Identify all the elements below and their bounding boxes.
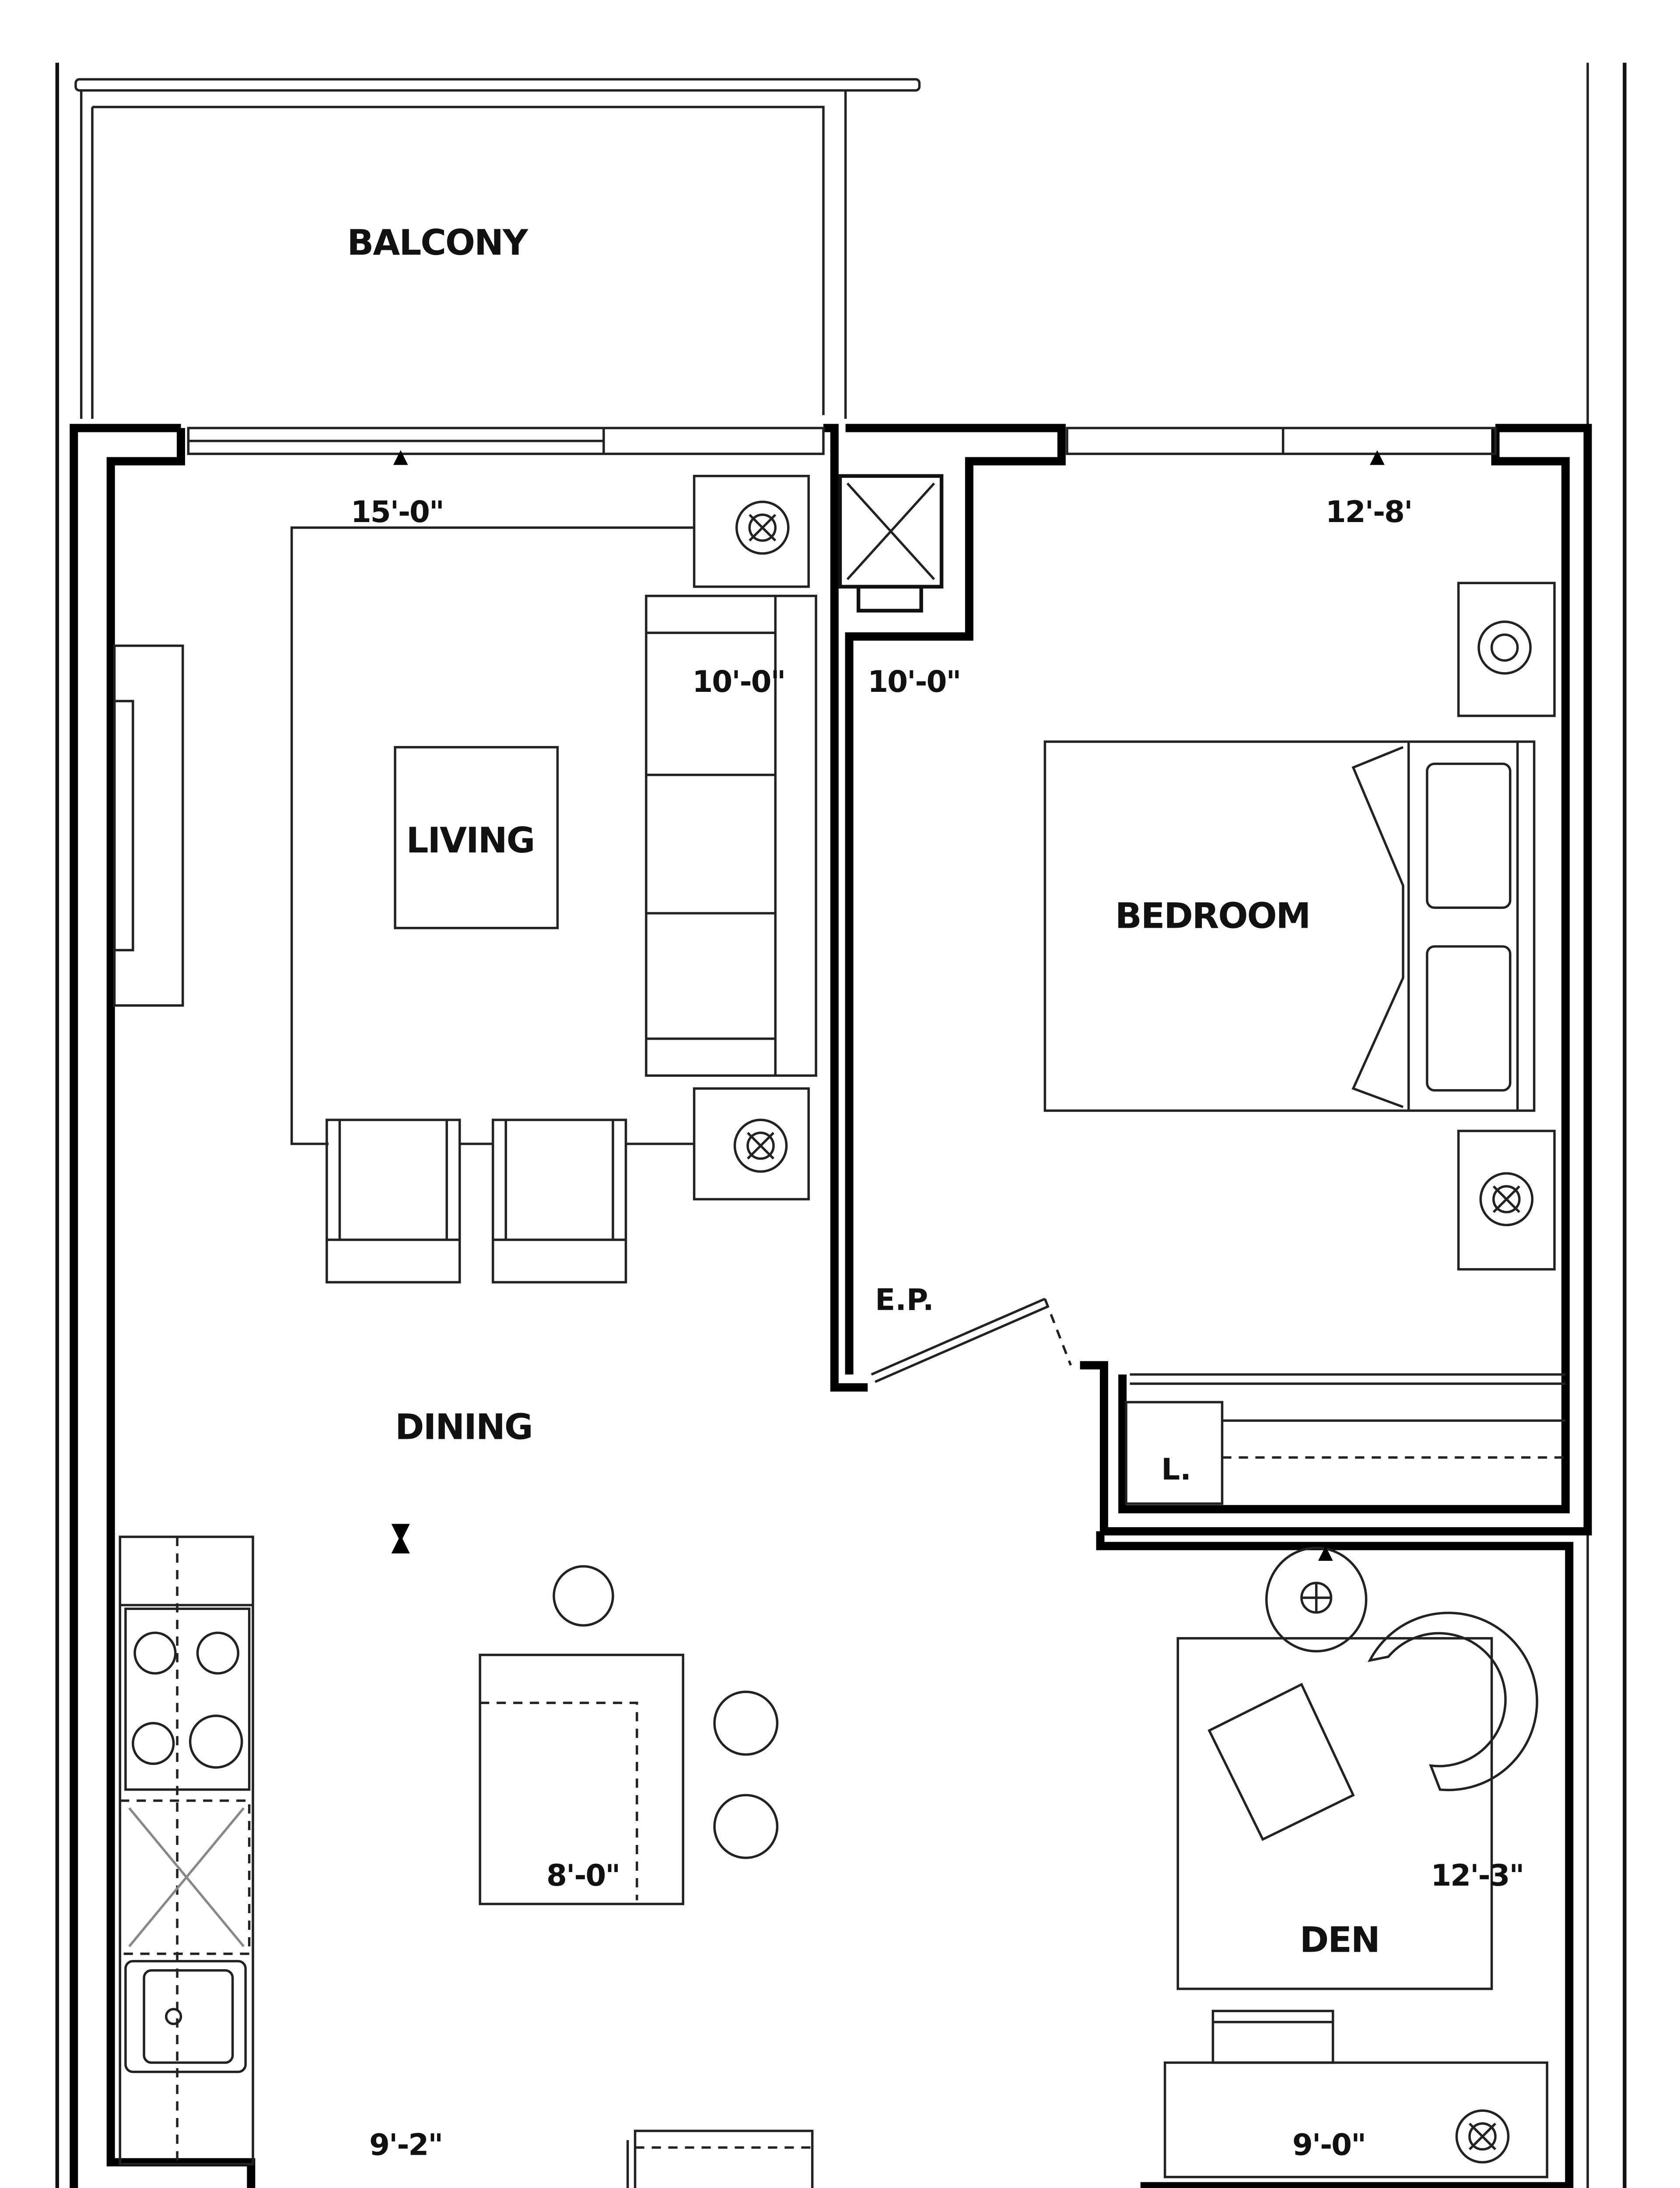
balcony: BALCONY xyxy=(74,78,921,419)
room-label-balcony: BALCONY xyxy=(347,222,528,263)
mechanical-shaft xyxy=(838,474,944,613)
den: DEN 12'-3" 9'-0" xyxy=(1163,1546,1548,2178)
electrical-panel-label: E.P. xyxy=(875,1282,934,1317)
dimension-den-depth: 12'-3" xyxy=(1431,1858,1523,1893)
dimension-living-width: 15'-0" xyxy=(351,494,444,529)
dimension-den-width: 9'-0" xyxy=(1292,2127,1365,2162)
unit-walls xyxy=(70,424,1592,2188)
dimension-bedroom-width: 12'-8' xyxy=(1326,494,1412,529)
dimension-living-depth: 10'-0" xyxy=(692,664,785,699)
dimension-arrow-icon xyxy=(393,450,408,465)
dimension-arrow-icon xyxy=(1370,450,1385,465)
dimension-arrow-icon xyxy=(1318,1546,1333,1561)
room-label-bedroom: BEDROOM xyxy=(1115,896,1310,936)
bedroom: BEDROOM 12'-8' 10'-0" L. E.P. xyxy=(868,450,1566,1505)
dimension-dining-width: 9'-2" xyxy=(369,2127,442,2162)
room-label-living: LIVING xyxy=(406,820,534,861)
windows xyxy=(187,427,1497,455)
linen-closet-label: L. xyxy=(1161,1452,1191,1487)
room-label-den: DEN xyxy=(1300,1920,1379,1960)
room-label-dining: DINING xyxy=(395,1407,532,1448)
dimension-island: 8'-0" xyxy=(546,1858,620,1893)
living-room: LIVING 15'-0" 10'-0" xyxy=(113,450,817,1283)
dimension-bedroom-depth: 10'-0" xyxy=(868,664,960,699)
dimension-marker-icon xyxy=(391,1524,410,1553)
dining-kitchen: DINING 8'-0" 9'-2" P. F. xyxy=(119,1407,814,2188)
